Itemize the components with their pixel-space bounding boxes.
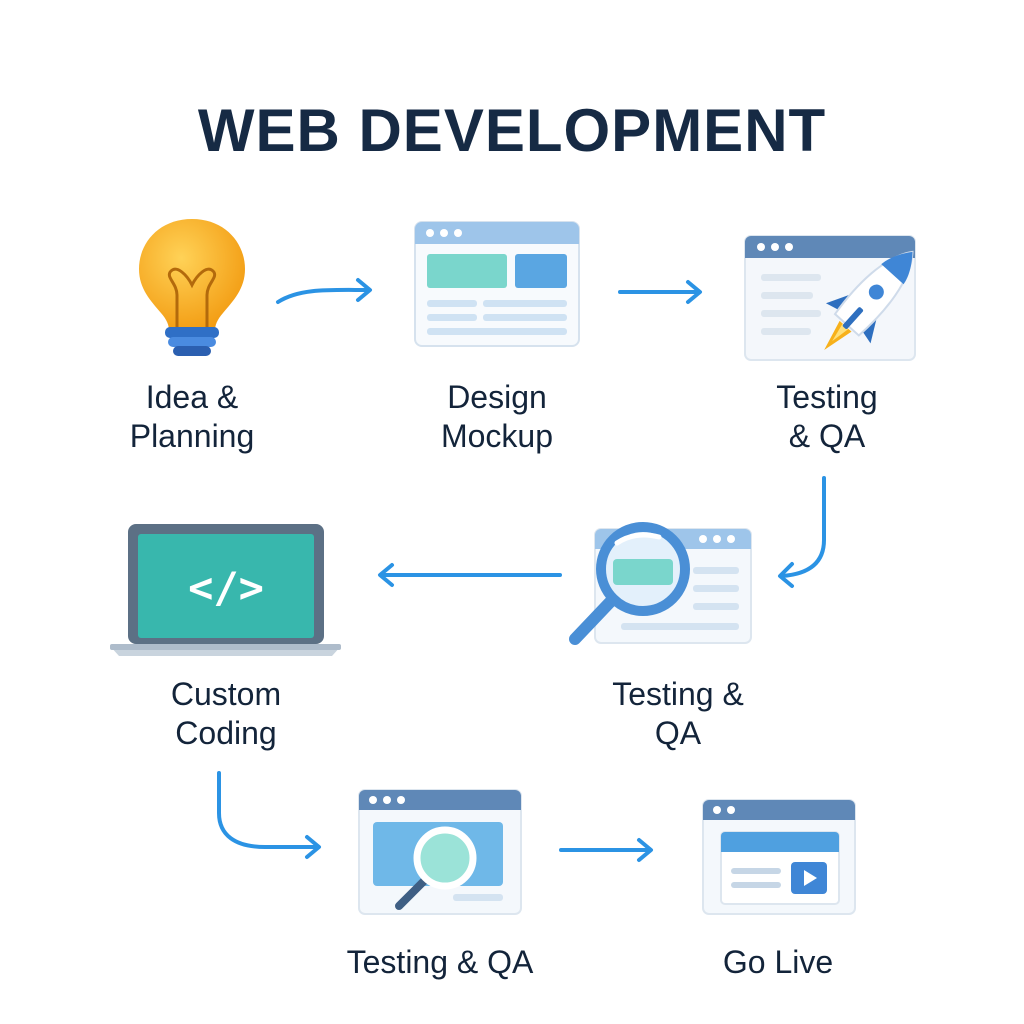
step-label-go-live: Go Live: [722, 944, 834, 980]
step-label-testing-qa-3: Testing & QA: [346, 944, 534, 980]
diagram-title: WEB DEVELOPMENT: [197, 97, 827, 164]
laptop-code-icon: </>: [110, 524, 341, 656]
arrow-coding-down: [217, 771, 321, 859]
step-label-testing-qa-2: Testing &QA: [612, 676, 744, 751]
step-label-testing-qa-1: Testing& QA: [776, 379, 878, 454]
arrow-testing-to-coding: [378, 563, 562, 587]
browser-rocket-icon: [744, 235, 916, 361]
arrow-design-to-testing: [618, 280, 702, 304]
svg-text:</>: </>: [188, 563, 264, 612]
arrow-testing-down: [778, 476, 826, 588]
magnifier-browser-icon: [569, 522, 752, 645]
browser-search-icon: [358, 789, 522, 915]
arrow-testing-to-golive: [559, 838, 653, 862]
design-mockup-icon: [414, 221, 580, 347]
step-label-idea-planning: Idea &Planning: [129, 379, 255, 454]
browser-video-icon: [702, 799, 856, 915]
lightbulb-icon: [139, 219, 245, 356]
arrow-idea-to-design: [276, 278, 372, 304]
